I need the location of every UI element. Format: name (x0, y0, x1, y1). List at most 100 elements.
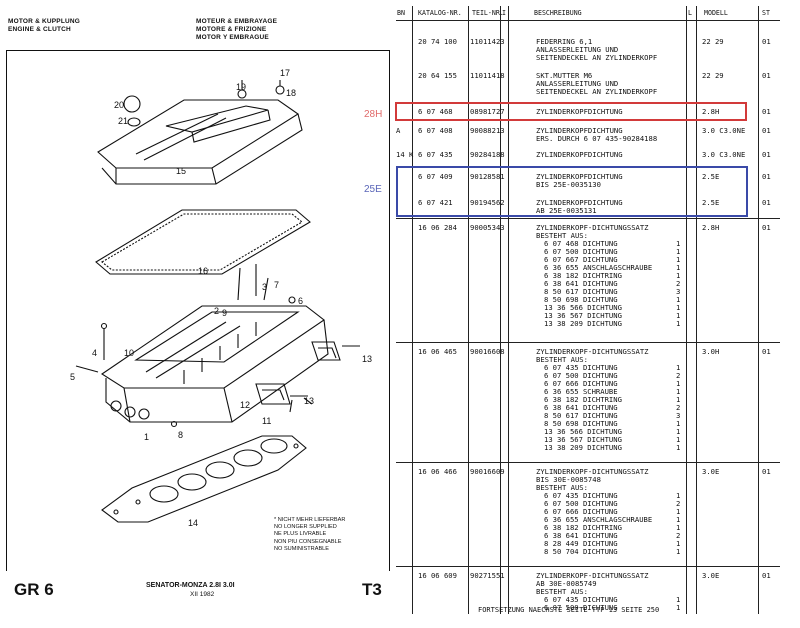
set-item: 6 07 435 DICHTUNG (544, 491, 618, 500)
part-label: 21 (118, 116, 128, 126)
set-separator (396, 566, 780, 567)
set-item-qty: 2 (676, 499, 681, 508)
cell-modell: 3.0H (702, 347, 720, 356)
header-line: MOTOR & KUPPLUNG (8, 18, 81, 25)
set-item: 8 50 704 DICHTUNG (544, 547, 618, 556)
cell-katalog: 6 07 421 (418, 198, 453, 207)
set-item-qty: 1 (676, 539, 681, 548)
legend-line: NO SUMINISTRABLE (274, 545, 330, 552)
set-item-qty: 1 (676, 379, 681, 388)
part-label: 11 (262, 416, 271, 426)
set-item-qty: 1 (676, 507, 681, 516)
cell-description: FEDERRING 6,1 (536, 37, 593, 46)
section-header-languages: MOTEUR & EMBRAYAGE MOTORE & FRIZIONE MOT… (196, 18, 277, 42)
cell-description: BIS 25E-0035130 (536, 180, 601, 189)
cell-teil: 90005343 (470, 223, 505, 232)
set-item: 6 07 500 DICHTUNG (544, 371, 618, 380)
part-label: 2 (214, 306, 219, 316)
cell-katalog: 16 06 465 (418, 347, 457, 356)
group-number: GR 6 (14, 580, 54, 599)
model-title: SENATOR-MONZA 2.8I 3.0I (146, 582, 235, 589)
cell-st: 01 (762, 71, 771, 80)
set-item: 6 07 667 DICHTUNG (544, 255, 618, 264)
cell-modell: 2.8H (702, 107, 720, 116)
set-item-qty: 1 (676, 363, 681, 372)
cell-teil: 90016608 (470, 347, 505, 356)
column-rule (508, 6, 509, 614)
part-label: 6 (298, 296, 303, 306)
column-rule (500, 6, 501, 614)
set-item-qty: 1 (676, 419, 681, 428)
cell-description: ZYLINDERKOPFDICHTUNG (536, 107, 623, 116)
set-item-qty: 2 (676, 279, 681, 288)
part-label: 3 (262, 282, 267, 292)
section-header-left: MOTOR & KUPPLUNG ENGINE & CLUTCH (8, 18, 80, 34)
cylinder-head-drawing (100, 305, 329, 428)
set-item-qty: 1 (676, 395, 681, 404)
set-item: 6 38 182 DICHTRING (544, 395, 622, 404)
set-item: 8 50 617 DICHTUNG (544, 287, 618, 296)
cell-set-title: ZYLINDERKOPF-DICHTUNGSSATZ (536, 223, 649, 232)
set-item: 13 36 567 DICHTUNG (544, 311, 622, 320)
set-item: 6 38 182 DICHTRING (544, 271, 622, 280)
set-item: 6 36 655 SCHRAUBE (544, 387, 618, 396)
set-item-qty: 1 (676, 271, 681, 280)
part-label: 14 (188, 518, 198, 528)
part-label: 13 (304, 396, 314, 406)
cell-description: ZYLINDERKOPFDICHTUNG (536, 172, 623, 181)
part-label: 9 (222, 308, 227, 318)
cell-description: ZYLINDERKOPFDICHTUNG (536, 198, 623, 207)
set-item-qty: 1 (676, 427, 681, 436)
set-item: 8 50 698 DICHTUNG (544, 419, 618, 428)
cell-teil: 90284188 (470, 150, 505, 159)
cell-description: SEITENDECKEL AN ZYLINDERKOPF (536, 53, 658, 62)
header-line: MOTORE & FRIZIONE (196, 26, 267, 33)
col-header-l: L (688, 9, 692, 17)
cell-modell: 3.0E (702, 571, 720, 580)
set-item: 13 36 566 DICHTUNG (544, 303, 622, 312)
legend-note: * NICHT MEHR LIEFERBAR NO LONGER SUPPLIE… (274, 517, 345, 553)
continuation-note: FORTSETZUNG NAECHSTE SEITE TYP 13 SEITE … (478, 606, 660, 614)
set-item: 6 38 641 DICHTUNG (544, 279, 618, 288)
exploded-engine-diagram: 20 21 19 17 18 15 16 3 7 6 2 9 4 10 5 13… (70, 68, 372, 528)
catalog-date: XII 1982 (190, 591, 215, 598)
part-label: 1 (144, 432, 149, 442)
cell-st: 01 (762, 467, 771, 476)
cell-set-title: BIS 30E-0085748 (536, 475, 601, 484)
set-item-qty: 1 (676, 255, 681, 264)
col-header-beschreibung: BESCHREIBUNG (534, 9, 582, 17)
studs-drawing (75, 264, 313, 413)
cell-set-title: AB 30E-0085749 (536, 579, 597, 588)
set-item: 6 07 500 DICHTUNG (544, 247, 618, 256)
set-item-qty: 2 (676, 371, 681, 380)
cell-katalog: 16 06 466 (418, 467, 457, 476)
col-header-st: ST (762, 9, 770, 17)
cell-modell: 3.0E (702, 467, 720, 476)
cell-teil: 08981727 (470, 107, 505, 116)
cell-set-title: ZYLINDERKOPF-DICHTUNGSSATZ (536, 467, 649, 476)
cell-description: ZYLINDERKOPFDICHTUNG (536, 150, 623, 159)
cell-description: AB 25E-0035131 (536, 206, 597, 215)
cell-set-title: BESTEHT AUS: (536, 483, 588, 492)
set-item-qty: 1 (676, 435, 681, 444)
set-item: 13 36 567 DICHTUNG (544, 435, 622, 444)
cell-st: 01 (762, 150, 771, 159)
set-item-qty: 1 (676, 311, 681, 320)
cell-katalog: 16 06 609 (418, 571, 457, 580)
diagram-pane: MOTOR & KUPPLUNG ENGINE & CLUTCH MOTEUR … (0, 0, 392, 628)
part-label: 8 (178, 430, 183, 440)
set-item-qty: 1 (676, 443, 681, 452)
set-item-qty: 2 (676, 531, 681, 540)
header-line: MOTEUR & EMBRAYAGE (196, 18, 278, 25)
valve-cover-drawing (97, 80, 303, 185)
cell-st: 01 (762, 126, 771, 135)
set-item-qty: 1 (676, 319, 681, 328)
cell-st: 01 (762, 347, 771, 356)
diagram-frame (6, 50, 390, 571)
cell-bn: A (396, 126, 401, 135)
set-item: 6 07 500 DICHTUNG (544, 603, 618, 612)
set-separator (396, 462, 780, 463)
set-item-qty: 1 (676, 515, 681, 524)
col-header-modell: MODELL (704, 9, 728, 17)
header-line: MOTOR Y EMBRAGUE (196, 34, 269, 41)
